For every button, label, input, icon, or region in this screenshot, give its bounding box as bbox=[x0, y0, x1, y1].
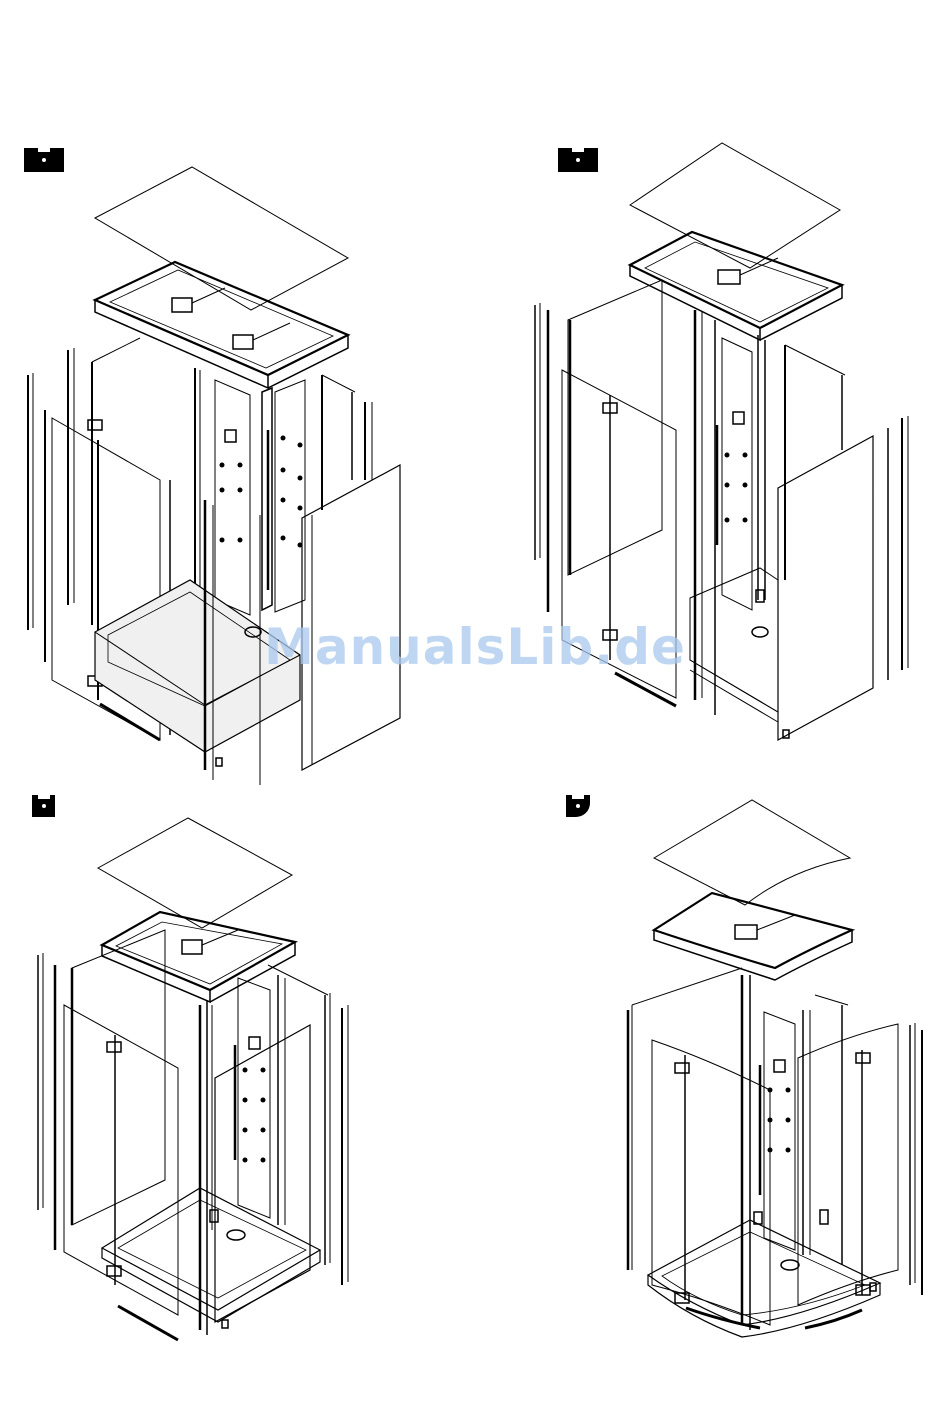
side-panel bbox=[778, 436, 873, 740]
roof-cover-panel bbox=[654, 800, 850, 905]
roof-vent-icon bbox=[172, 298, 192, 312]
shower-column-panel bbox=[764, 1012, 795, 1250]
roof-vent-icon bbox=[735, 925, 757, 939]
back-glass-panel bbox=[72, 930, 165, 1225]
shower-column-panel bbox=[215, 380, 250, 615]
drain-icon bbox=[781, 1260, 799, 1270]
figure-c-square-enclosure bbox=[38, 818, 348, 1340]
back-glass-panel bbox=[568, 280, 662, 575]
figure-a-rectangular-enclosure bbox=[28, 167, 400, 785]
shower-tray bbox=[102, 1188, 320, 1310]
curved-door-glass bbox=[798, 1024, 898, 1305]
roof-frame bbox=[654, 893, 852, 968]
roof-vent-icon bbox=[718, 270, 740, 284]
figure-d-quadrant-enclosure bbox=[628, 800, 922, 1337]
shower-column-panel bbox=[238, 978, 270, 1218]
roof-vent-icon bbox=[182, 940, 202, 954]
roof-frame bbox=[102, 912, 295, 990]
roof-cover-panel bbox=[98, 818, 292, 928]
drain-icon bbox=[227, 1230, 245, 1240]
curved-door-glass bbox=[652, 1040, 770, 1325]
shower-column-panel bbox=[722, 338, 752, 610]
watermark-text: ManualsLib.de bbox=[0, 618, 950, 676]
roof-frame bbox=[95, 262, 348, 375]
